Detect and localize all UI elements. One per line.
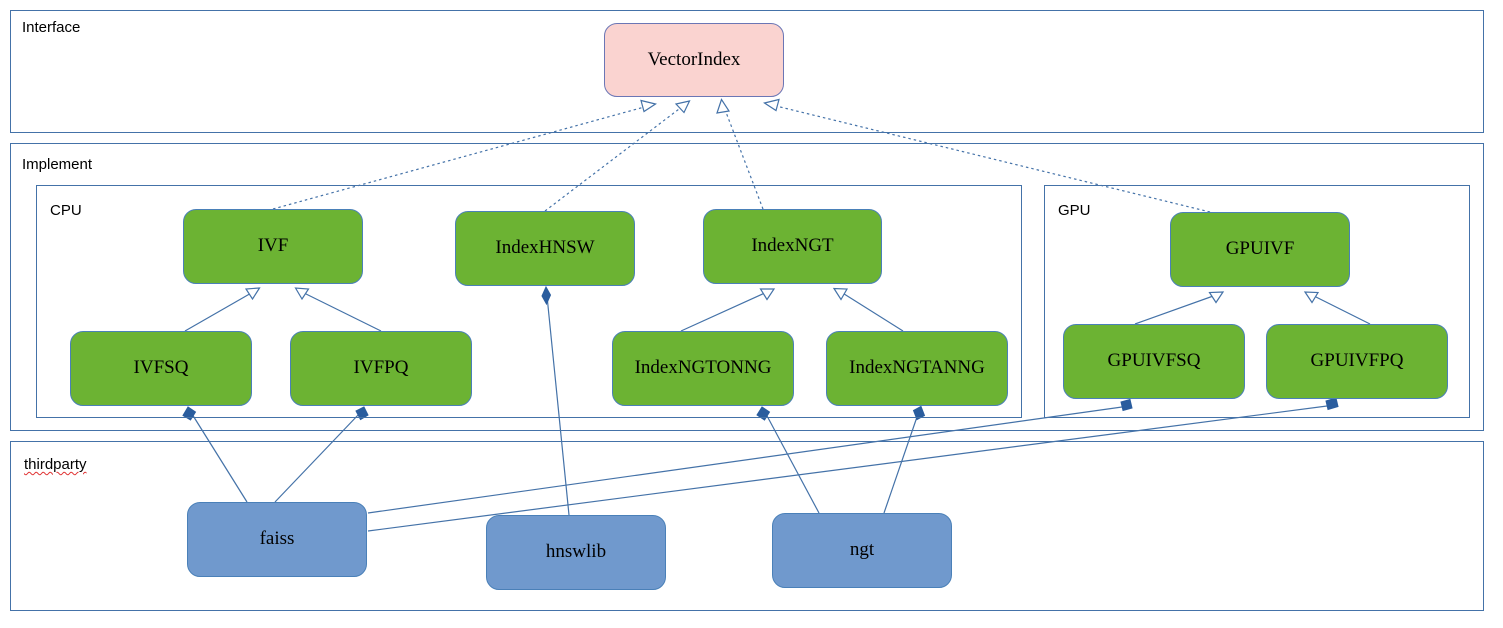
- container-cpu: [36, 185, 1022, 418]
- container-implement: [10, 143, 1484, 431]
- node-gpuivfpq[interactable]: GPUIVFPQ: [1266, 324, 1448, 399]
- node-indexhnsw[interactable]: IndexHNSW: [455, 211, 635, 286]
- container-label-thirdparty: thirdparty: [24, 456, 87, 473]
- container-label-implement: Implement: [22, 156, 93, 173]
- container-gpu: [1044, 185, 1470, 418]
- node-indexngtanng[interactable]: IndexNGTANNG: [826, 331, 1008, 406]
- node-ivf[interactable]: IVF: [183, 209, 363, 284]
- node-hnswlib[interactable]: hnswlib: [486, 515, 666, 590]
- container-interface: [10, 10, 1484, 133]
- node-ngt[interactable]: ngt: [772, 513, 952, 588]
- node-faiss[interactable]: faiss: [187, 502, 367, 577]
- node-indexngtonng[interactable]: IndexNGTONNG: [612, 331, 794, 406]
- node-indexngt[interactable]: IndexNGT: [703, 209, 882, 284]
- container-label-gpu: GPU: [1058, 202, 1091, 219]
- node-gpuivfsq[interactable]: GPUIVFSQ: [1063, 324, 1245, 399]
- node-ivfsq[interactable]: IVFSQ: [70, 331, 252, 406]
- node-gpuivf[interactable]: GPUIVF: [1170, 212, 1350, 287]
- container-thirdparty: [10, 441, 1484, 611]
- node-ivfpq[interactable]: IVFPQ: [290, 331, 472, 406]
- container-label-cpu: CPU: [50, 202, 82, 219]
- node-vectorindex[interactable]: VectorIndex: [604, 23, 784, 97]
- container-label-interface: Interface: [22, 19, 81, 36]
